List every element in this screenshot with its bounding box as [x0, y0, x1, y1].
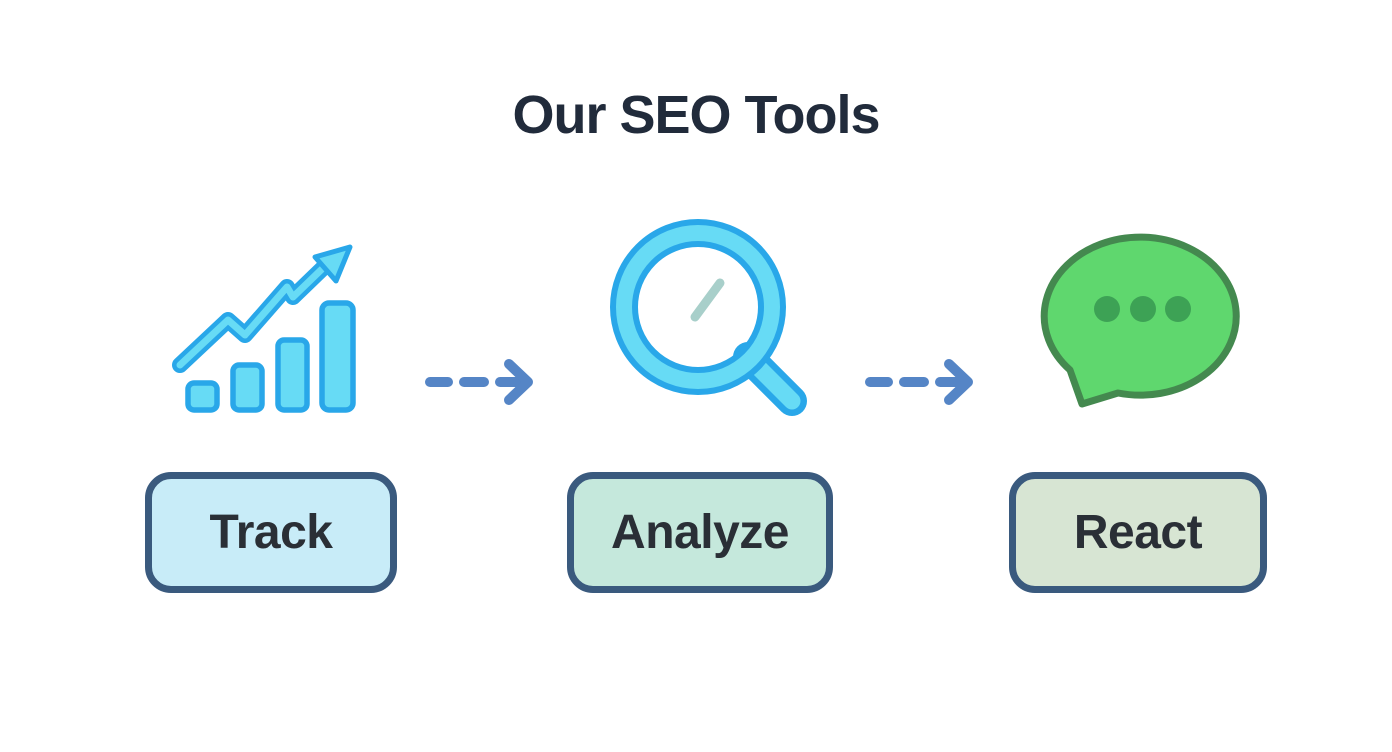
flow-arrow-2: [863, 356, 979, 408]
magnifier-glare: [690, 278, 725, 322]
bar-1: [185, 380, 220, 413]
bar-3: [275, 337, 310, 413]
arrow-head: [504, 359, 533, 405]
step-box-track: Track: [145, 472, 397, 593]
dashed-arrow-icon: [865, 359, 973, 405]
bubble-dot: [1130, 296, 1156, 322]
chat-bubble-icon: [1040, 230, 1245, 430]
page-title: Our SEO Tools: [512, 85, 880, 145]
bubble-dot: [1094, 296, 1120, 322]
trending-bar-chart-svg: [172, 244, 356, 413]
step-label-track: Track: [209, 506, 333, 559]
magnifying-glass-icon: [608, 218, 808, 418]
flow-arrow-1: [423, 356, 539, 408]
bar-2: [230, 362, 265, 413]
dashed-arrow-icon: [425, 359, 533, 405]
magnifying-glass-svg: [610, 219, 807, 416]
trend-line-fill: [176, 265, 326, 369]
step-label-analyze: Analyze: [611, 506, 789, 559]
bubble-dot: [1165, 296, 1191, 322]
trend-arrowhead: [312, 244, 353, 284]
chat-bubble-svg: [1040, 233, 1240, 408]
step-box-analyze: Analyze: [567, 472, 833, 593]
trending-bar-chart-icon: [172, 235, 362, 417]
magnifier-ring-fill: [616, 225, 780, 389]
step-box-react: React: [1009, 472, 1267, 593]
bar-4: [319, 300, 356, 413]
arrow-head: [944, 359, 973, 405]
step-label-react: React: [1073, 506, 1203, 559]
